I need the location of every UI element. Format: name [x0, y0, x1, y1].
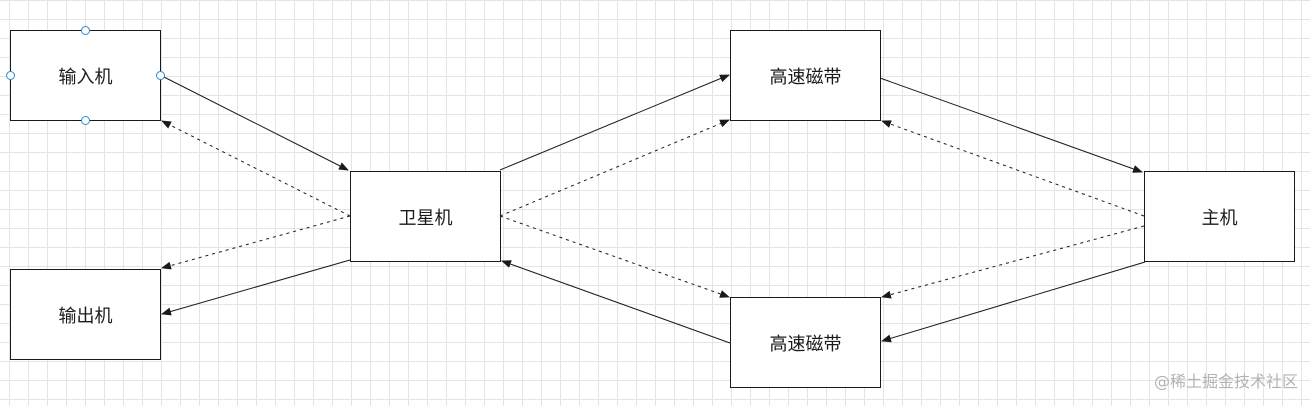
node-host[interactable]: 主机: [1144, 171, 1295, 262]
node-input-machine[interactable]: 输入机: [10, 30, 161, 121]
edge-tape-top-to-host[interactable]: [879, 77, 1143, 173]
dotted-edge-satellite-to-output[interactable]: [161, 215, 351, 270]
node-tape-bottom[interactable]: 高速磁带: [730, 297, 881, 388]
selection-handle-bottom[interactable]: [81, 116, 90, 125]
dotted-edge-satellite-to-input[interactable]: [161, 120, 351, 217]
dotted-edge-satellite-to-tape-top[interactable]: [499, 119, 730, 217]
dotted-edge-host-to-tape-top[interactable]: [881, 120, 1145, 217]
node-host-label: 主机: [1201, 207, 1238, 229]
selection-handle-top[interactable]: [81, 26, 90, 35]
edge-satellite-to-tape-top[interactable]: [499, 74, 730, 171]
edge-satellite-to-output[interactable]: [161, 259, 351, 316]
node-output-machine-label: 输出机: [58, 305, 113, 327]
selection-handle-left[interactable]: [6, 71, 15, 80]
node-satellite-machine-label: 卫星机: [398, 207, 453, 229]
edge-host-to-tape-bottom[interactable]: [881, 261, 1146, 343]
watermark: @稀土掘金技术社区: [1153, 372, 1298, 391]
dotted-edge-satellite-to-tape-bottom[interactable]: [499, 215, 730, 298]
node-tape-bottom-label: 高速磁带: [769, 333, 842, 355]
selection-handle-right[interactable]: [156, 71, 165, 80]
node-tape-top-label: 高速磁带: [769, 66, 842, 88]
node-input-machine-label: 输入机: [58, 66, 113, 88]
node-satellite-machine[interactable]: 卫星机: [350, 171, 501, 262]
node-output-machine[interactable]: 输出机: [10, 269, 161, 360]
edge-input-to-satellite[interactable]: [159, 74, 349, 171]
node-tape-top[interactable]: 高速磁带: [730, 30, 881, 121]
edge-tape-bottom-to-satellite[interactable]: [501, 260, 731, 344]
dotted-edge-host-to-tape-bottom[interactable]: [881, 225, 1145, 299]
